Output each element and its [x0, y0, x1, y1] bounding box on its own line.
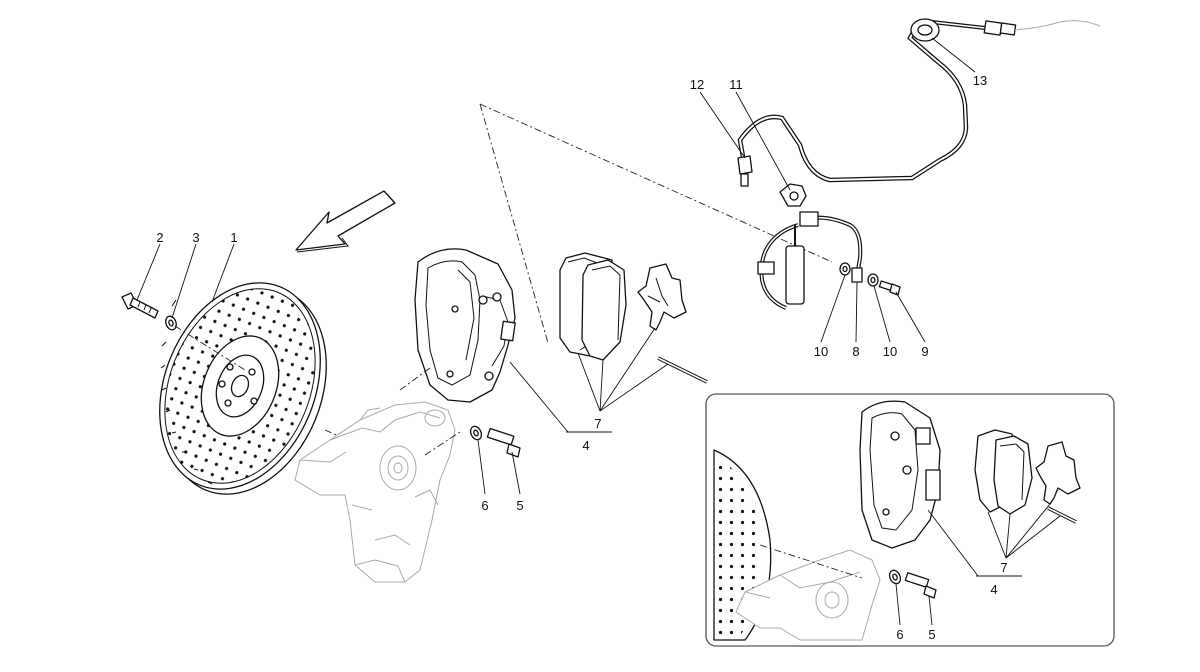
- direction-arrow-icon: [295, 190, 396, 253]
- brake-disc: [159, 282, 327, 495]
- callout-11: 11: [729, 77, 743, 92]
- callout-8: 8: [852, 344, 859, 359]
- hose-bracket: [779, 183, 807, 207]
- callout-5: 5: [516, 498, 523, 513]
- callout-13: 13: [973, 73, 987, 88]
- sensor-screw: [878, 280, 901, 296]
- anti-rattle-spring: [637, 263, 687, 331]
- leader-lines: [136, 37, 976, 495]
- inset-callout-6: 6: [896, 627, 903, 642]
- wear-sensor: [757, 211, 863, 310]
- caliper-washer: [469, 425, 483, 441]
- sensor-washer-a: [839, 262, 851, 276]
- inset-callout-5: 5: [928, 627, 935, 642]
- callout-7: 7: [594, 416, 601, 431]
- sensor-clip: [851, 267, 863, 283]
- callout-labels: 2 3 1 6 5 7 4 10 8 10 9 12 11 13: [156, 73, 987, 513]
- sensor-washer-b: [867, 273, 879, 287]
- disc-washer: [165, 315, 177, 331]
- hose-grommet: [910, 18, 940, 42]
- caliper-bolt: [486, 427, 521, 458]
- disc-screw: [121, 292, 159, 319]
- retaining-pin: [657, 356, 708, 384]
- callout-3: 3: [192, 230, 199, 245]
- inset-callout-7: 7: [1000, 560, 1007, 575]
- brake-hose: [737, 20, 1101, 183]
- hose-union: [737, 155, 753, 187]
- callout-4: 4: [582, 438, 589, 453]
- hub-knuckle: [294, 401, 456, 583]
- callout-6: 6: [481, 498, 488, 513]
- brake-pads: [559, 252, 627, 361]
- brake-caliper: [414, 248, 516, 403]
- inset-callout-4: 4: [990, 582, 997, 597]
- callout-10a: 10: [814, 344, 828, 359]
- callout-1: 1: [230, 230, 237, 245]
- callout-9: 9: [921, 344, 928, 359]
- callout-12: 12: [690, 77, 704, 92]
- inset-panel: 6 5 7 4: [705, 393, 1115, 647]
- callout-2: 2: [156, 230, 163, 245]
- callout-10b: 10: [883, 344, 897, 359]
